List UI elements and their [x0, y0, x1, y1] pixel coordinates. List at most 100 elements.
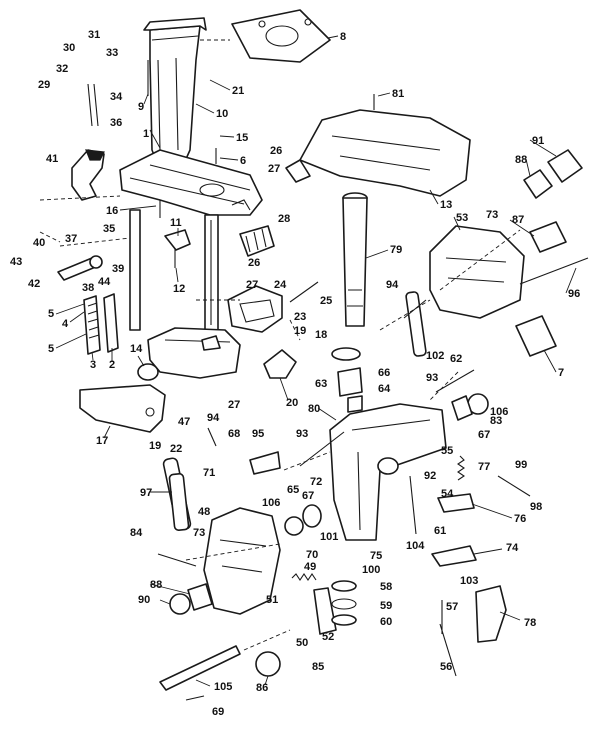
callout-22: 22 [170, 443, 182, 455]
callout-53: 53 [456, 212, 468, 224]
callout-90: 90 [138, 594, 150, 606]
callout-103: 103 [460, 575, 478, 587]
callout-68: 68 [228, 428, 240, 440]
callout-38: 38 [82, 282, 94, 294]
callout-104: 104 [406, 540, 425, 552]
callout-26a: 26 [270, 145, 282, 157]
callout-12: 12 [173, 283, 185, 295]
swivel-lever [71, 149, 105, 201]
callout-42: 42 [28, 278, 40, 290]
callout-29: 29 [38, 79, 50, 91]
link-plate [168, 473, 190, 531]
spring [457, 455, 465, 481]
callout-39: 39 [112, 263, 124, 275]
small-bracket [249, 451, 281, 475]
callout-91: 91 [532, 135, 544, 147]
callout-92: 92 [424, 470, 436, 482]
callout-21: 21 [232, 85, 244, 97]
leader-lines [55, 35, 577, 687]
callout-20: 20 [286, 397, 298, 409]
bushing [451, 395, 473, 421]
callout-78: 78 [524, 617, 536, 629]
callout-67b: 67 [302, 490, 314, 502]
callout-99: 99 [515, 459, 527, 471]
bolts [87, 60, 531, 701]
callout-28: 28 [278, 213, 290, 225]
callout-47: 47 [178, 416, 190, 428]
clamp-nuts [523, 149, 583, 253]
callout-85: 85 [312, 661, 324, 673]
tube-bushings [331, 347, 363, 413]
callout-94a: 94 [386, 279, 399, 291]
callout-79: 79 [390, 244, 402, 256]
callout-30: 30 [63, 42, 75, 54]
callout-74: 74 [506, 542, 519, 554]
callout-9: 9 [138, 101, 144, 113]
tilt-knob [169, 583, 213, 615]
reverse-lock-lever [431, 545, 477, 567]
callout-81: 81 [392, 88, 404, 100]
callout-1: 1 [143, 128, 149, 140]
swivel-tube [342, 192, 368, 327]
side-cover [475, 585, 507, 643]
callout-75: 75 [370, 550, 382, 562]
callout-95: 95 [252, 428, 264, 440]
callout-6: 6 [240, 155, 246, 167]
callout-94b: 94 [207, 412, 220, 424]
stern-bracket [405, 225, 525, 357]
housing-base-plate [147, 327, 241, 379]
callout-69: 69 [212, 706, 224, 718]
callout-80: 80 [308, 403, 320, 415]
shift-bracket [164, 229, 191, 268]
callout-106b: 106 [262, 497, 280, 509]
callout-76: 76 [514, 513, 526, 525]
clamp [263, 349, 297, 379]
disc [255, 651, 281, 677]
callout-62: 62 [450, 353, 462, 365]
callout-3: 3 [90, 359, 96, 371]
callout-60: 60 [380, 616, 392, 628]
tilt-rod [519, 257, 589, 285]
callout-32: 32 [56, 63, 68, 75]
callout-73b: 73 [193, 527, 205, 539]
callout-72: 72 [310, 476, 322, 488]
sleeve [515, 315, 557, 357]
spring [291, 573, 317, 581]
callout-57: 57 [446, 601, 458, 613]
callout-4: 4 [62, 318, 69, 330]
callout-23: 23 [294, 311, 306, 323]
callout-55: 55 [441, 445, 453, 457]
callout-16: 16 [106, 205, 118, 217]
steering-arm [227, 285, 283, 333]
callout-66: 66 [378, 367, 390, 379]
callout-40: 40 [33, 237, 45, 249]
callout-24: 24 [274, 279, 287, 291]
callout-93a: 93 [426, 372, 438, 384]
callout-18: 18 [315, 329, 327, 341]
callout-8: 8 [340, 31, 346, 43]
tilt-bar [159, 645, 241, 691]
callout-93b: 93 [296, 428, 308, 440]
callout-14: 14 [130, 343, 143, 355]
gasket-plate [231, 9, 331, 63]
callout-88b: 88 [150, 579, 162, 591]
callout-102: 102 [426, 350, 444, 362]
driveshaft-housing [129, 209, 219, 331]
callout-73a: 73 [486, 209, 498, 221]
callout-19b: 19 [149, 440, 161, 452]
callout-10: 10 [216, 108, 228, 120]
washer [284, 516, 304, 536]
callout-65: 65 [287, 484, 299, 496]
callout-59: 59 [380, 600, 392, 612]
plug [137, 363, 159, 381]
callout-35: 35 [103, 223, 115, 235]
lock-lever [437, 493, 475, 513]
callout-71: 71 [203, 467, 215, 479]
mount-strip [83, 293, 119, 355]
callout-48: 48 [198, 506, 210, 518]
callout-105: 105 [214, 681, 232, 693]
callout-31: 31 [88, 29, 100, 41]
alignment-lines [39, 39, 521, 651]
callout-labels: 1 2 3 4 5 5 6 7 8 9 10 11 12 13 14 15 16… [10, 29, 580, 718]
